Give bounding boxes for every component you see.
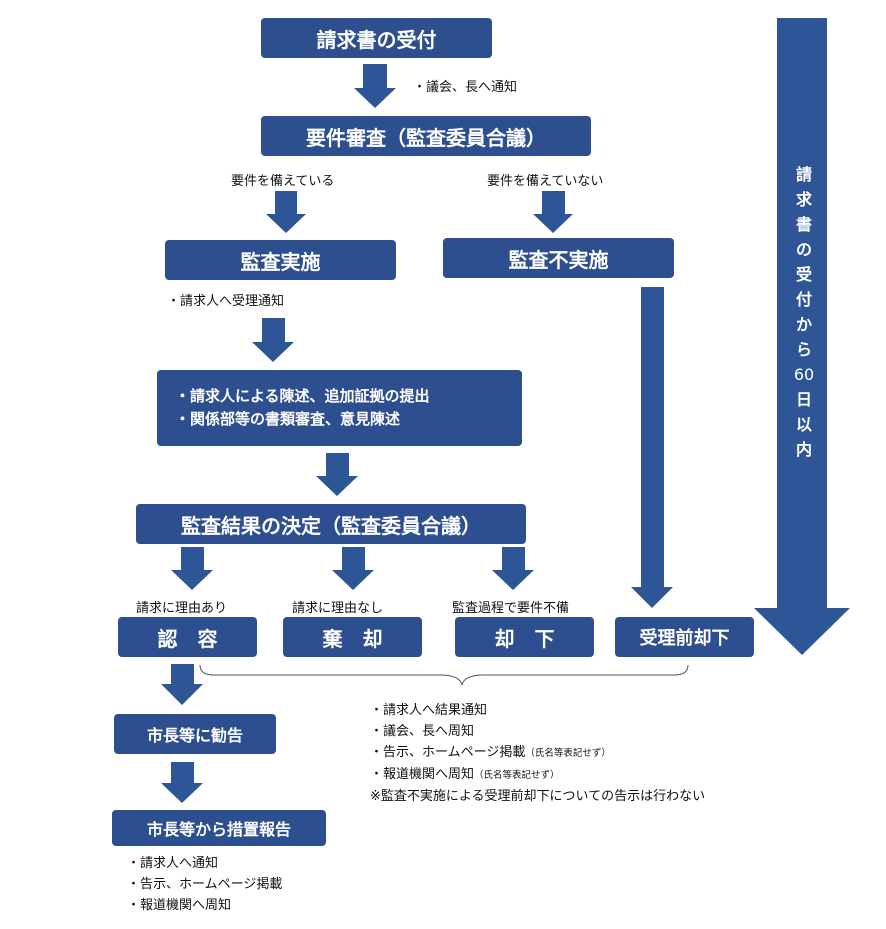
deadline-char-6: 付 (795, 290, 812, 309)
statement-box: ・請求人による陳述、追加証拠の提出 ・関係部等の書類審査、意見陳述 (157, 370, 522, 446)
dismiss-box: 棄 却 (283, 617, 422, 657)
deadline-arrow (754, 18, 850, 655)
notify-assembly-label: ・議会、長へ通知 (413, 80, 518, 95)
reject-box: 却 下 (455, 617, 594, 657)
deadline-char-8: ら (795, 340, 812, 359)
approve-box: 認 容 (118, 617, 257, 657)
result-notice-4: ・報道機関へ周知（氏名等表記せず） (370, 764, 705, 786)
deadline-char-9: 60 (793, 365, 815, 384)
final-notice-1: ・請求人へ通知 (127, 856, 219, 871)
outcome-bracket (199, 664, 689, 686)
deficient-during-audit-label: 監査過程で要件不備 (452, 601, 570, 616)
deadline-char-11: 以 (795, 415, 812, 434)
has-reason-label: 請求に理由あり (136, 601, 228, 616)
arrow-review-to-no-audit (533, 191, 573, 233)
arrow-audit-to-statement (252, 318, 294, 362)
arrow-recommend-to-measures (161, 762, 203, 803)
final-notice-3: ・報道機関へ周知 (127, 898, 232, 913)
no-audit-box: 監査不実施 (443, 238, 674, 278)
result-notice-1: ・請求人へ結果通知 (370, 703, 488, 718)
statement-line-1: ・請求人による陳述、追加証拠の提出 (175, 387, 430, 405)
statement-line-2: ・関係部等の書類審査、意見陳述 (175, 410, 401, 428)
arrow-statement-to-decision (316, 453, 358, 496)
result-notice-3-text: ・告示、ホームページ掲載 (370, 745, 526, 760)
arrow-to-dismiss (332, 547, 374, 590)
deadline-char-10: 日 (795, 390, 812, 409)
final-notices-list: ・請求人へ通知 ・告示、ホームページ掲載 ・報道機関へ周知 (127, 853, 282, 916)
decision-box: 監査結果の決定（監査委員合議） (136, 504, 526, 544)
arrow-receipt-to-review (354, 64, 396, 108)
deadline-char-12: 内 (795, 440, 812, 459)
deadline-char-5: 受 (795, 265, 812, 284)
deadline-char-4: の (795, 240, 812, 259)
deadline-char-7: か (795, 315, 812, 334)
no-reason-label: 請求に理由なし (292, 601, 384, 616)
pre-reject-box: 受理前却下 (615, 617, 754, 657)
result-remark: ※監査不実施による受理前却下についての告示は行わない (370, 789, 706, 804)
audit-box: 監査実施 (165, 240, 396, 280)
final-notice-2: ・告示、ホームページ掲載 (127, 877, 283, 892)
arrow-to-reject (492, 547, 534, 590)
deadline-char-1: 請 (795, 165, 812, 184)
deadline-char-3: 書 (795, 215, 812, 234)
result-notices-list: ・請求人へ結果通知 ・議会、長へ周知 ・告示、ホームページ掲載（氏名等表記せず）… (370, 700, 705, 807)
result-notice-3-note: （氏名等表記せず） (525, 748, 611, 759)
result-notice-4-text: ・報道機関へ周知 (370, 767, 475, 782)
deadline-char-2: 求 (795, 190, 812, 209)
arrow-approve-to-recommend (161, 664, 203, 705)
requirements-met-label: 要件を備えている (231, 174, 335, 189)
result-notice-2: ・議会、長へ周知 (370, 724, 475, 739)
notify-claimant-receipt-label: ・請求人へ受理通知 (167, 294, 285, 309)
requirements-not-met-label: 要件を備えていない (487, 174, 604, 189)
arrow-review-to-audit (266, 191, 306, 233)
arrow-no-audit-to-pre-reject (631, 287, 673, 608)
measures-box: 市長等から措置報告 (112, 810, 326, 846)
result-notice-3: ・告示、ホームページ掲載（氏名等表記せず） (370, 742, 705, 764)
receipt-box: 請求書の受付 (261, 18, 492, 58)
arrow-to-approve (171, 547, 213, 590)
deadline-text: 請 求 書 の 受 付 か ら 60 日 以 内 (786, 162, 822, 462)
review-box: 要件審査（監査委員合議） (261, 116, 591, 156)
result-notice-4-note: （氏名等表記せず） (474, 770, 560, 781)
recommend-box: 市長等に勧告 (114, 714, 276, 754)
